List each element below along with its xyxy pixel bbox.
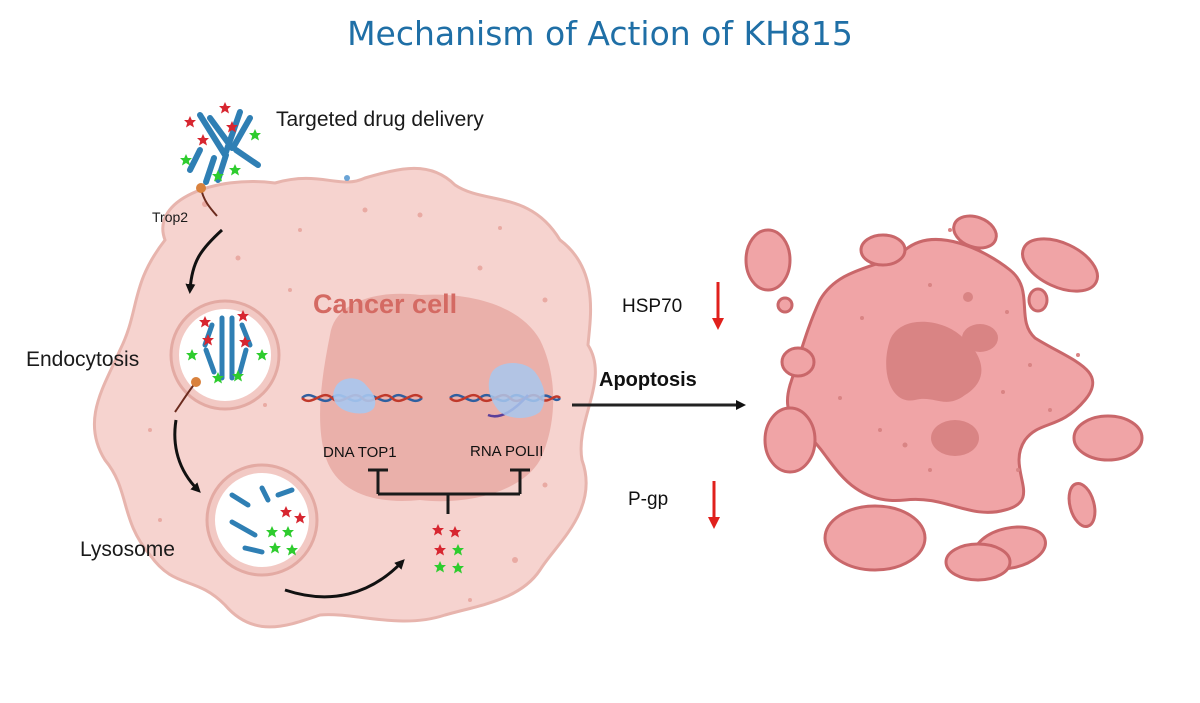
endosome-icon	[169, 299, 281, 413]
polii-enzyme-icon	[488, 363, 545, 418]
label-trop2: Trop2	[152, 209, 189, 225]
apoptotic-nucleus	[886, 321, 998, 456]
apoptotic-dots	[838, 228, 1080, 472]
top1-enzyme-icon	[333, 378, 376, 414]
label-lysosome: Lysosome	[80, 538, 175, 561]
label-pgp: P-gp	[628, 489, 669, 510]
inhibition-bracket	[368, 468, 530, 514]
lysosome-icon	[205, 463, 319, 577]
antibody-icon	[187, 109, 261, 185]
nucleus	[320, 293, 554, 502]
receptor-dot	[344, 175, 350, 181]
label-hsp70: HSP70	[622, 296, 683, 317]
arrow-payload-release	[284, 559, 405, 599]
label-targeted-delivery: Targeted drug delivery	[276, 108, 484, 131]
label-dna-top1: DNA TOP1	[323, 444, 397, 461]
trop2-receptor-icon	[196, 183, 218, 217]
arrow-to-endocytosis	[185, 228, 224, 294]
label-cancer-cell: Cancer cell	[313, 289, 458, 319]
arrow-to-lysosome	[173, 419, 201, 493]
cytoplasm-dots	[148, 201, 548, 602]
page-title: Mechanism of Action of KH815	[347, 14, 853, 53]
label-apoptosis: Apoptosis	[599, 369, 697, 391]
label-endocytosis: Endocytosis	[26, 348, 140, 371]
label-rna-polii: RNA POLII	[470, 443, 544, 460]
